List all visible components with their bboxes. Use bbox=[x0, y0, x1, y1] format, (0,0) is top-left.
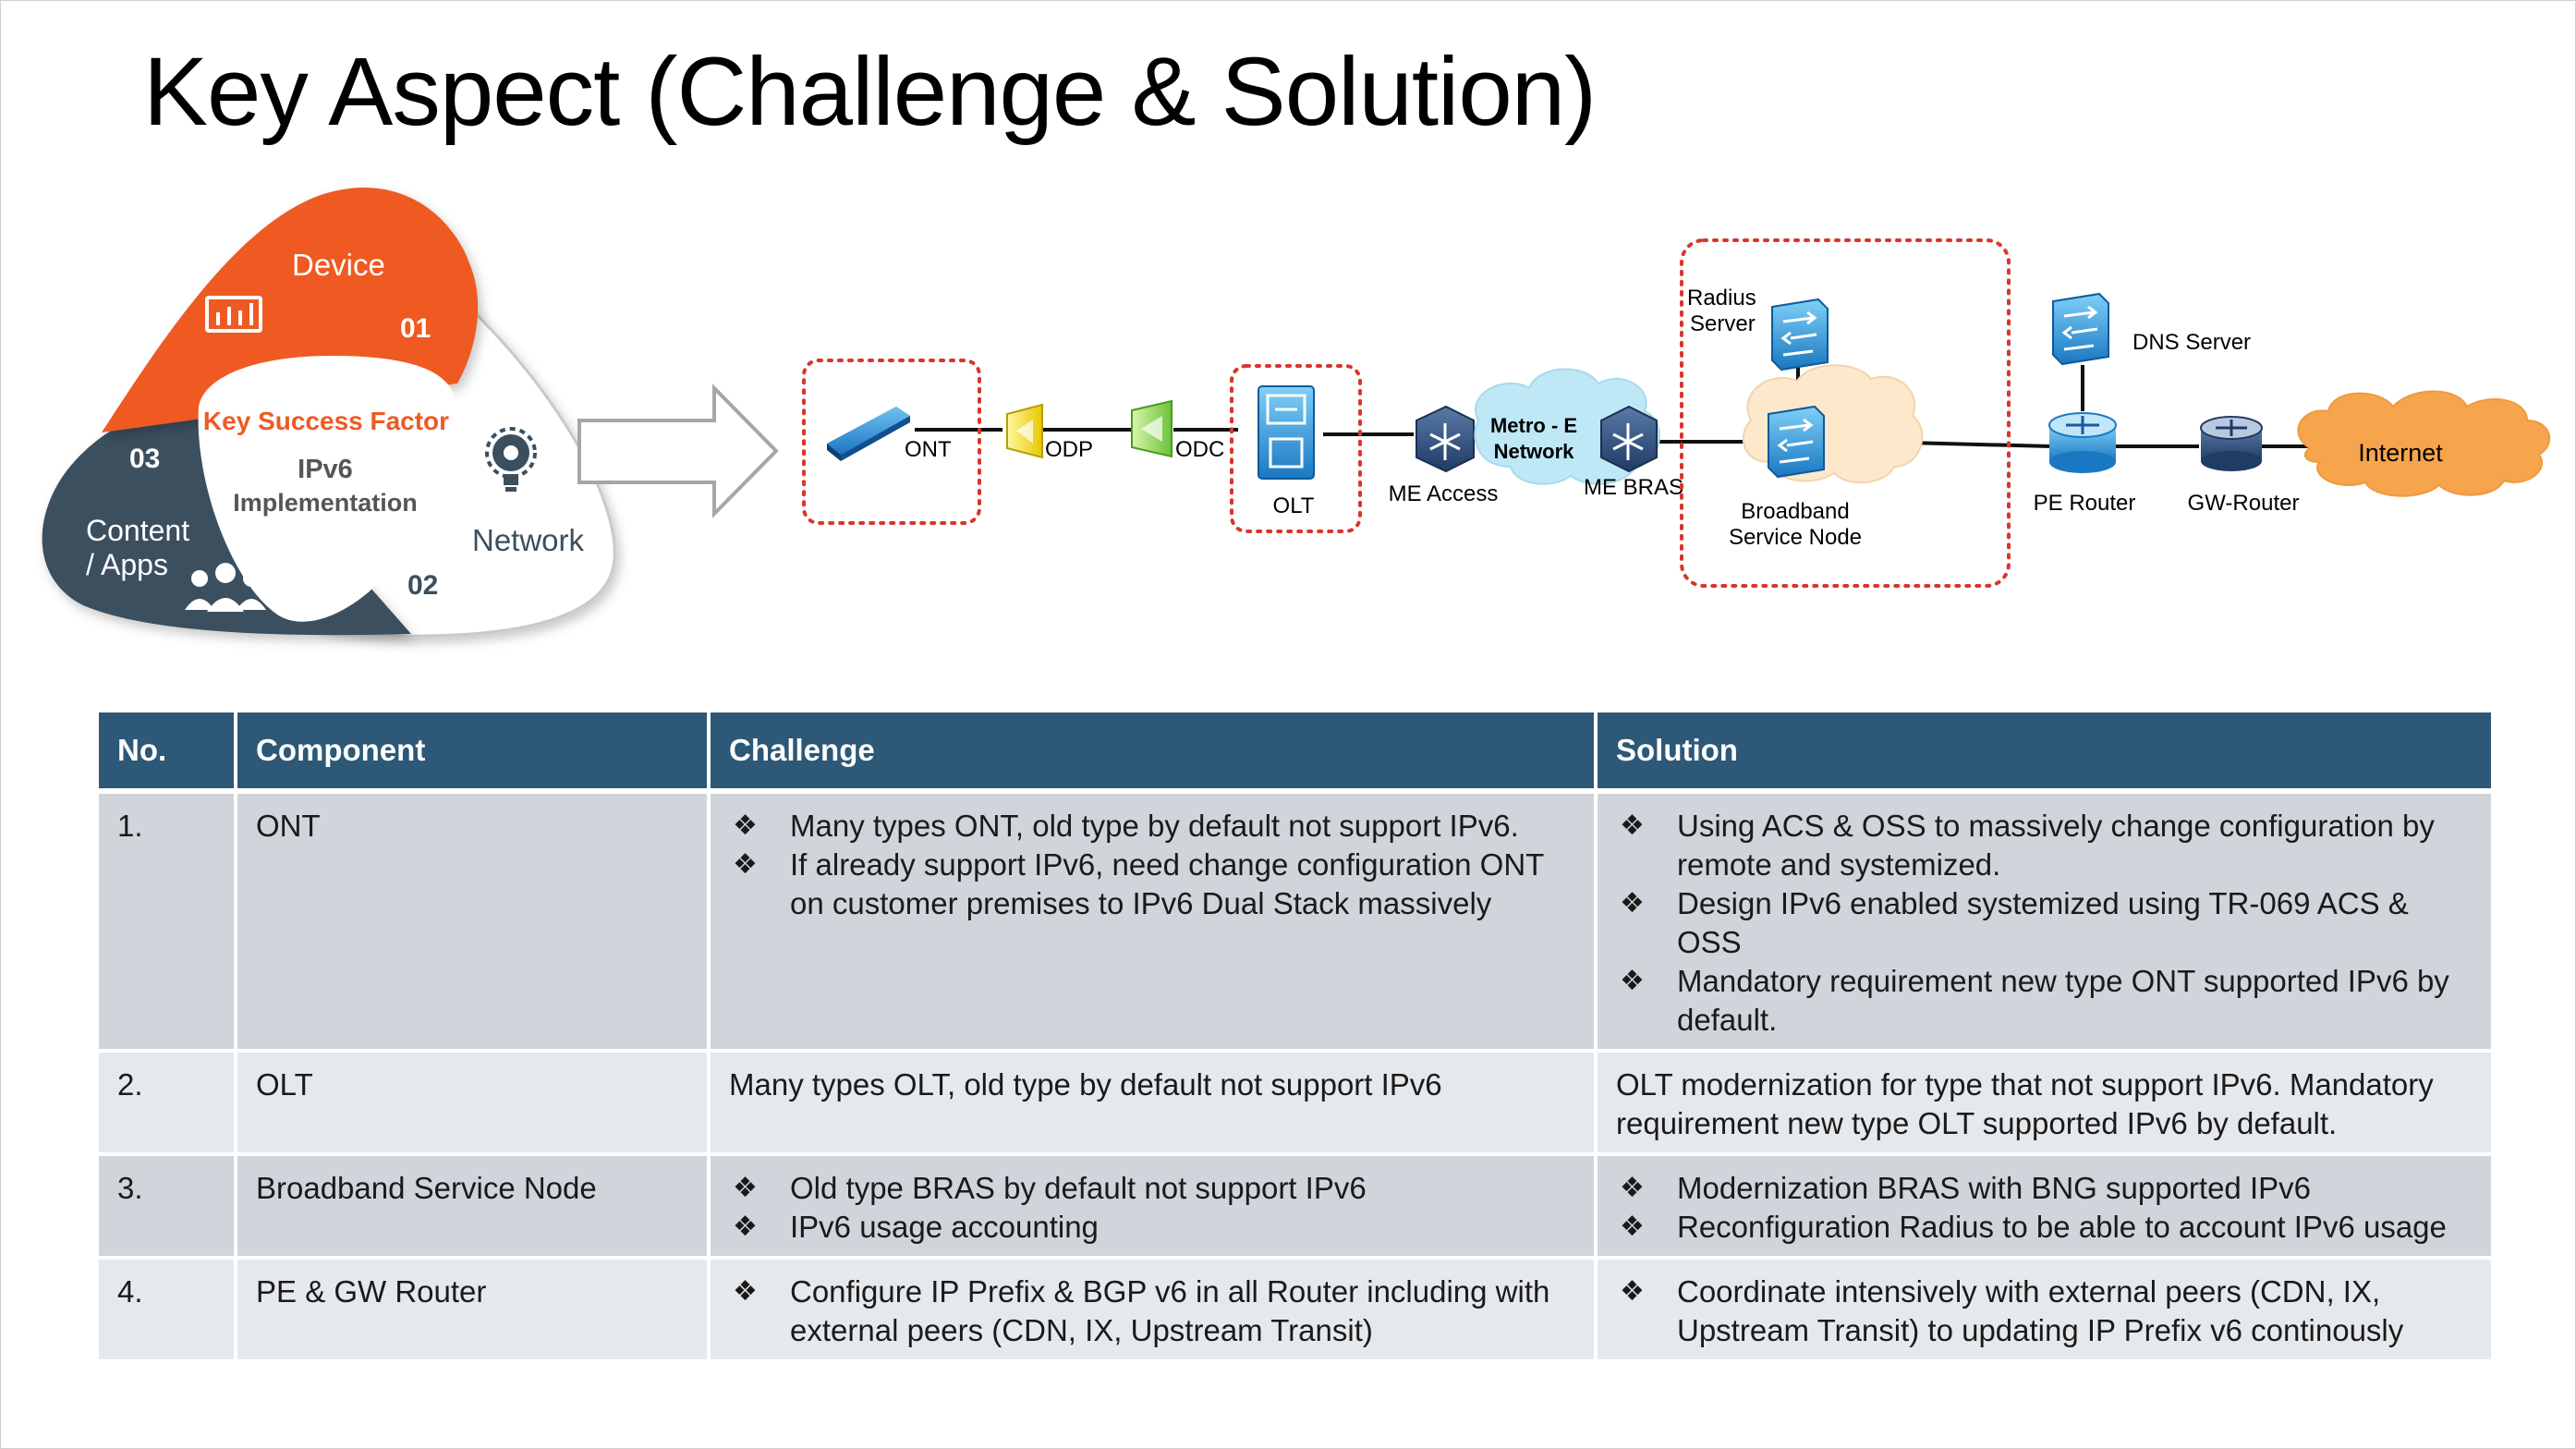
cell-component: OLT bbox=[236, 1051, 711, 1156]
dns-label: DNS Server bbox=[2132, 330, 2251, 355]
bullet-item: Modernization BRAS with BNG supported IP… bbox=[1616, 1169, 2473, 1208]
content-number: 03 bbox=[129, 444, 160, 474]
olt-icon bbox=[1258, 385, 1315, 480]
bullet-item: Coordinate intensively with external pee… bbox=[1616, 1272, 2473, 1350]
gw-router-icon bbox=[2200, 416, 2263, 471]
radius-label-line1: Radius bbox=[1687, 286, 1756, 310]
cell-solution: Using ACS & OSS to massively change conf… bbox=[1596, 791, 2495, 1053]
ont-icon bbox=[827, 407, 910, 461]
header-component: Component bbox=[236, 712, 711, 794]
cell-solution: Coordinate intensively with external pee… bbox=[1596, 1258, 2495, 1363]
ont-highlight-box bbox=[802, 359, 981, 525]
internet-label: Internet bbox=[2358, 439, 2443, 467]
bullet-item: Configure IP Prefix & BGP v6 in all Rout… bbox=[729, 1272, 1575, 1350]
center-line2: Implementation bbox=[233, 489, 418, 517]
table-row: 3. Broadband Service Node Old type BRAS … bbox=[99, 1154, 2495, 1260]
cell-no: 3. bbox=[99, 1154, 237, 1260]
center-line1: IPv6 bbox=[298, 455, 353, 484]
bsn-label-line2: Service Node bbox=[1729, 525, 1862, 550]
bar-chart-icon bbox=[205, 296, 262, 333]
me-bras-switch-icon bbox=[1600, 405, 1658, 473]
device-number: 01 bbox=[400, 313, 431, 344]
cell-challenge: Old type BRAS by default not support IPv… bbox=[709, 1154, 1598, 1260]
bullet-item: Using ACS & OSS to massively change conf… bbox=[1616, 807, 2473, 884]
olt-highlight-box bbox=[1230, 364, 1362, 533]
metro-e-label-line1: Metro - E bbox=[1490, 414, 1577, 437]
cell-no: 2. bbox=[99, 1051, 237, 1156]
me-bras-label: ME BRAS bbox=[1584, 475, 1683, 500]
lightbulb-icon bbox=[485, 427, 537, 492]
bsn-router-icon bbox=[1768, 405, 1825, 479]
dns-server-icon bbox=[2052, 292, 2109, 366]
cell-component: Broadband Service Node bbox=[236, 1154, 711, 1260]
radius-server-icon bbox=[1771, 298, 1829, 371]
table-row: 4. PE & GW Router Configure IP Prefix & … bbox=[99, 1258, 2495, 1363]
odp-label: ODP bbox=[1045, 437, 1093, 462]
odc-icon bbox=[1131, 399, 1173, 458]
metro-e-label-line2: Network bbox=[1494, 440, 1575, 463]
cell-no: 4. bbox=[99, 1258, 237, 1363]
people-icon bbox=[185, 563, 266, 612]
ont-label: ONT bbox=[905, 437, 952, 462]
cell-challenge: Many types ONT, old type by default not … bbox=[709, 791, 1598, 1053]
cell-component: ONT bbox=[236, 791, 711, 1053]
bullet-item: Reconfiguration Radius to be able to acc… bbox=[1616, 1208, 2473, 1247]
cell-no: 1. bbox=[99, 791, 237, 1053]
bullet-item: Design IPv6 enabled systemized using TR-… bbox=[1616, 884, 2473, 962]
diagram-area: Device 01 Key Success Factor IPv6 Implem… bbox=[42, 187, 2551, 638]
table-row: 1. ONT Many types ONT, old type by defau… bbox=[99, 791, 2495, 1053]
pe-router-icon bbox=[2048, 412, 2117, 473]
cell-solution: Modernization BRAS with BNG supported IP… bbox=[1596, 1154, 2495, 1260]
device-label: Device bbox=[292, 248, 385, 282]
network-label: Network bbox=[472, 523, 585, 557]
bullet-item: If already support IPv6, need change con… bbox=[729, 846, 1575, 923]
gw-router-label: GW-Router bbox=[2188, 491, 2300, 516]
internet-cloud-icon bbox=[2297, 390, 2551, 497]
content-label-line2: / Apps bbox=[86, 548, 168, 581]
cell-component: PE & GW Router bbox=[236, 1258, 711, 1363]
content-label-line1: Content bbox=[86, 514, 189, 547]
bullet-item: Mandatory requirement new type ONT suppo… bbox=[1616, 962, 2473, 1040]
success-cycle bbox=[42, 187, 616, 638]
network-number: 02 bbox=[407, 570, 438, 601]
bsn-label-line1: Broadband bbox=[1741, 499, 1849, 524]
flow-arrow bbox=[577, 384, 779, 518]
odc-label: ODC bbox=[1175, 437, 1224, 462]
challenge-solution-table: No. Component Challenge Solution 1. ONT … bbox=[99, 712, 2495, 1363]
bullet-item: IPv6 usage accounting bbox=[729, 1208, 1575, 1247]
header-challenge: Challenge bbox=[709, 712, 1598, 794]
me-access-label: ME Access bbox=[1389, 481, 1499, 506]
slide-title: Key Aspect (Challenge & Solution) bbox=[143, 38, 1597, 146]
center-heading: Key Success Factor bbox=[203, 407, 449, 435]
bullet-item: Many types ONT, old type by default not … bbox=[729, 807, 1575, 846]
header-solution: Solution bbox=[1596, 712, 2495, 794]
me-access-switch-icon bbox=[1416, 405, 1475, 473]
pe-router-label: PE Router bbox=[2034, 491, 2136, 516]
radius-label-line2: Server bbox=[1690, 311, 1756, 336]
olt-label: OLT bbox=[1273, 493, 1315, 518]
odp-icon bbox=[1006, 403, 1043, 459]
table-header-row: No. Component Challenge Solution bbox=[99, 712, 2495, 794]
cell-challenge: Many types OLT, old type by default not … bbox=[709, 1051, 1598, 1156]
bullet-item: Old type BRAS by default not support IPv… bbox=[729, 1169, 1575, 1208]
cell-solution: OLT modernization for type that not supp… bbox=[1596, 1051, 2495, 1156]
center-core bbox=[198, 356, 455, 622]
table-row: 2. OLT Many types OLT, old type by defau… bbox=[99, 1051, 2495, 1156]
header-no: No. bbox=[99, 712, 237, 794]
cell-challenge: Configure IP Prefix & BGP v6 in all Rout… bbox=[709, 1258, 1598, 1363]
bsn-highlight-box bbox=[1680, 238, 2011, 588]
